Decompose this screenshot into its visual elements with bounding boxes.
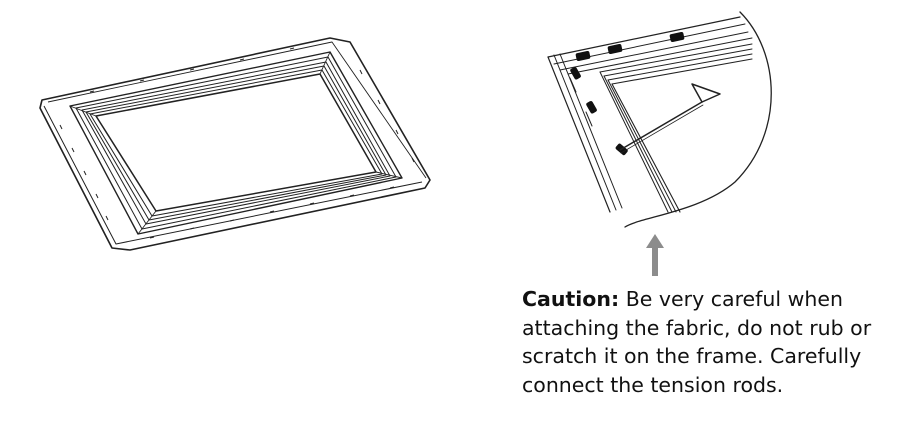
caution-caption: Caution: Be very careful when attaching …	[522, 285, 882, 399]
caution-label: Caution:	[522, 287, 620, 311]
up-arrow-icon	[640, 230, 670, 280]
tension-rod-detail-illustration	[530, 11, 790, 237]
caution-text: Be very careful when attaching the fabri…	[522, 287, 872, 397]
screen-frame-illustration	[30, 30, 450, 260]
